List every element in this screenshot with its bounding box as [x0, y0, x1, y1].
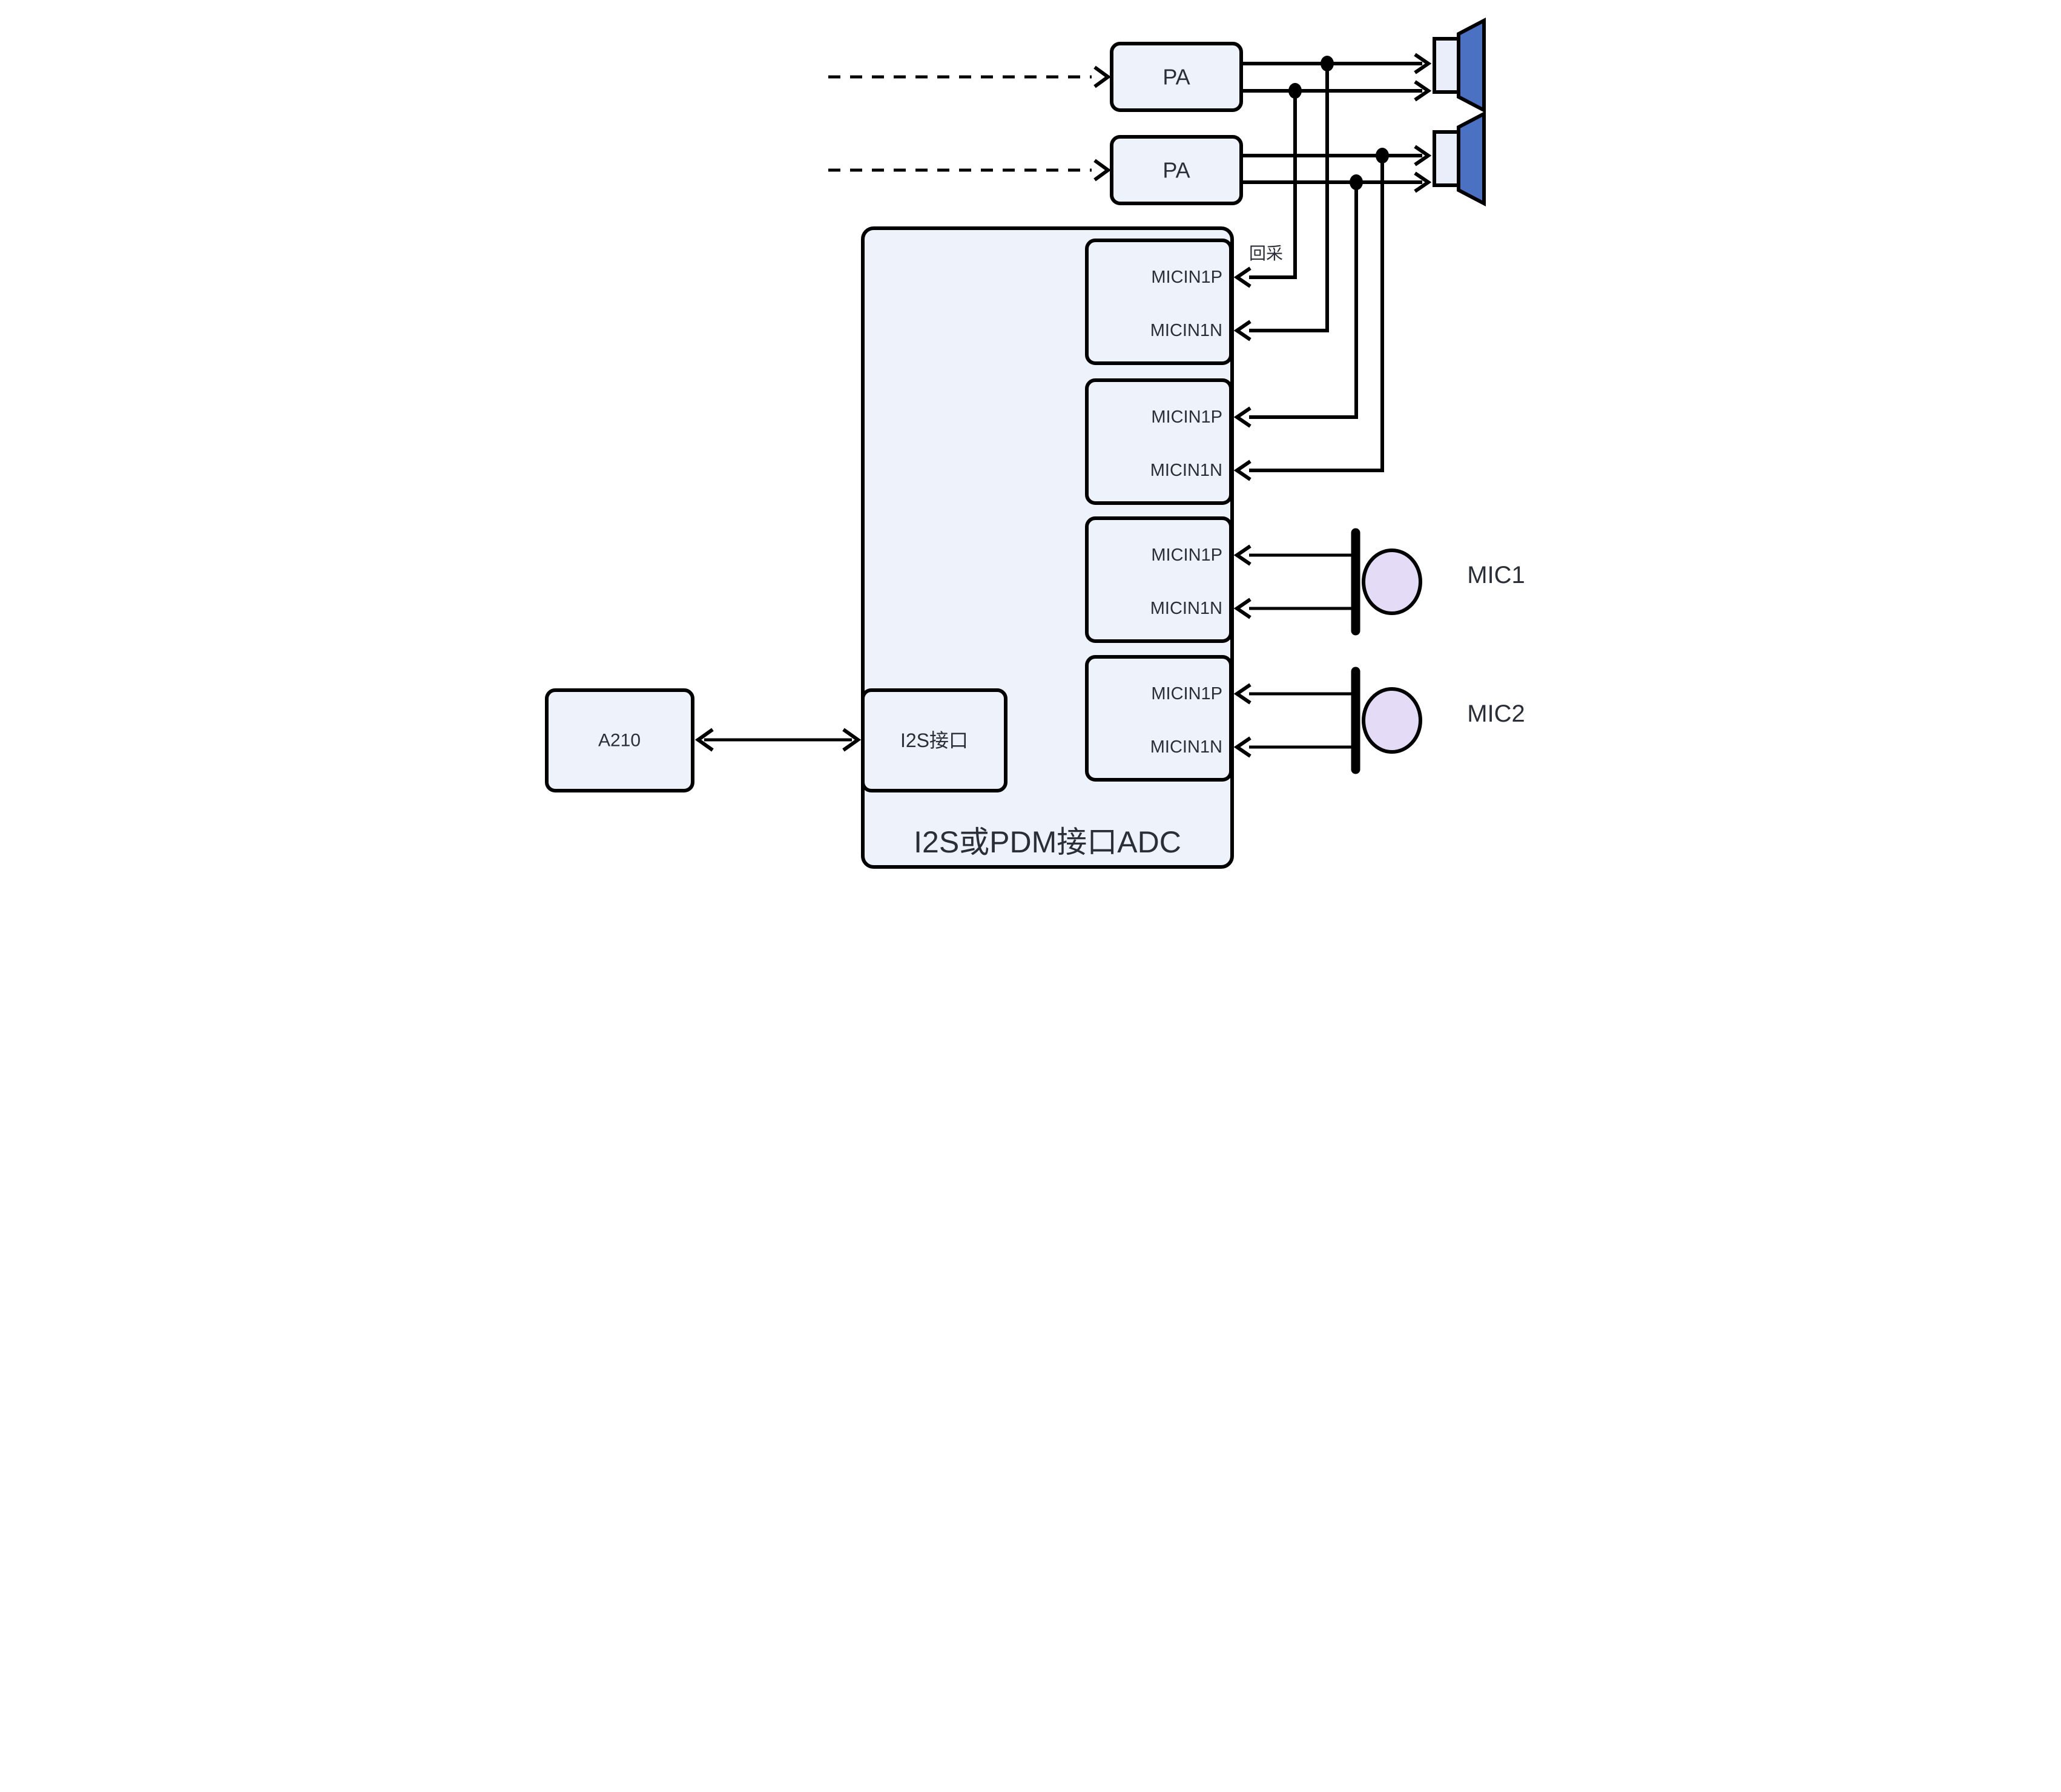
speaker-2: [1433, 111, 1486, 206]
audio-block-diagram: PA PA 回采 I2S或PDM接口ADC: [545, 18, 1525, 869]
dashed-input-group: [828, 65, 1112, 182]
mic-2: MIC2: [1233, 667, 1525, 774]
arrowhead-speaker1-top: [1414, 53, 1432, 74]
pa-box-2: [1110, 135, 1243, 205]
diagram-container: PA PA 回采 I2S或PDM接口ADC: [515, 0, 1546, 896]
micin1n-label-2: MICIN1N: [1150, 461, 1222, 480]
arrowhead-into-pa-2: [1093, 159, 1112, 182]
junction-dot-4: [1376, 148, 1389, 163]
arrowhead-micin1n-4: [1233, 736, 1251, 758]
micin1p-label-2: MICIN1P: [1151, 407, 1222, 427]
arrowhead-micin1p-3: [1233, 544, 1251, 566]
micin-block-3: MICIN1P MICIN1N: [1085, 516, 1233, 643]
loopback-line-2: [1249, 64, 1329, 332]
micin1n-label-4: MICIN1N: [1150, 737, 1222, 757]
arrowhead-speaker2-top: [1414, 145, 1432, 166]
junction-dot-2: [1321, 56, 1334, 71]
loopback-line-3: [1249, 182, 1358, 419]
a210-label: A210: [598, 731, 641, 751]
arrowhead-micin1p-1: [1233, 266, 1251, 288]
mic2-capsule: [1362, 687, 1422, 754]
micin1p-label-1: MICIN1P: [1151, 268, 1222, 287]
loopback-label: 回采: [1249, 244, 1283, 263]
micin-block-4-box: [1085, 655, 1233, 782]
junction-dot-3: [1350, 174, 1363, 190]
arrowhead-to-i2s: [842, 728, 862, 752]
i2s-interface-box: [861, 688, 1007, 792]
arrowhead-micin1n-1: [1233, 320, 1251, 341]
junction-dot-1: [1288, 83, 1302, 99]
micin1p-label-3: MICIN1P: [1151, 545, 1222, 565]
arrowhead-to-a210: [694, 728, 714, 752]
speaker-2-body: [1433, 130, 1460, 187]
speaker-wire-group: [1241, 53, 1432, 193]
mic1-label: MIC1: [1467, 562, 1525, 588]
loopback-line-1: [1249, 91, 1297, 279]
micin-block-2: MICIN1P MICIN1N: [1085, 378, 1233, 505]
arrowhead-micin1n-2: [1233, 460, 1251, 481]
a210-box: [545, 688, 694, 792]
micin-block-1-box: [1085, 239, 1233, 365]
speaker-1-cone: [1457, 18, 1486, 113]
pa-label-2: PA: [1162, 158, 1190, 183]
bidirectional-arrow: [694, 728, 862, 752]
pa-box-1: [1110, 42, 1243, 112]
micin1n-label-1: MICIN1N: [1150, 321, 1222, 340]
micin1p-label-4: MICIN1P: [1151, 684, 1222, 703]
arrowhead-micin1p-4: [1233, 683, 1251, 705]
adc-title: I2S或PDM接口ADC: [914, 825, 1181, 859]
loopback-line-4: [1249, 156, 1384, 472]
arrowhead-into-pa-1: [1093, 65, 1112, 88]
arrowhead-micin1n-3: [1233, 598, 1251, 619]
micin1n-label-3: MICIN1N: [1150, 599, 1222, 618]
speaker-1-body: [1433, 37, 1460, 94]
micin-block-4: MICIN1P MICIN1N: [1085, 655, 1233, 782]
micin-block-3-box: [1085, 516, 1233, 643]
i2s-interface-label: I2S接口: [900, 730, 968, 751]
speaker-1: [1433, 18, 1486, 113]
arrowhead-speaker1-bottom: [1414, 80, 1432, 102]
pa-label-1: PA: [1162, 65, 1190, 90]
arrowhead-speaker2-bottom: [1414, 171, 1432, 193]
loopback-group: 回采: [1233, 56, 1389, 481]
mic2-label: MIC2: [1467, 700, 1525, 727]
speaker-2-cone: [1457, 111, 1486, 206]
mic-1: MIC1: [1233, 528, 1525, 636]
micin-block-2-box: [1085, 378, 1233, 505]
micin-block-1: MICIN1P MICIN1N: [1085, 239, 1233, 365]
arrowhead-micin1p-2: [1233, 406, 1251, 428]
mic1-capsule: [1362, 548, 1422, 615]
